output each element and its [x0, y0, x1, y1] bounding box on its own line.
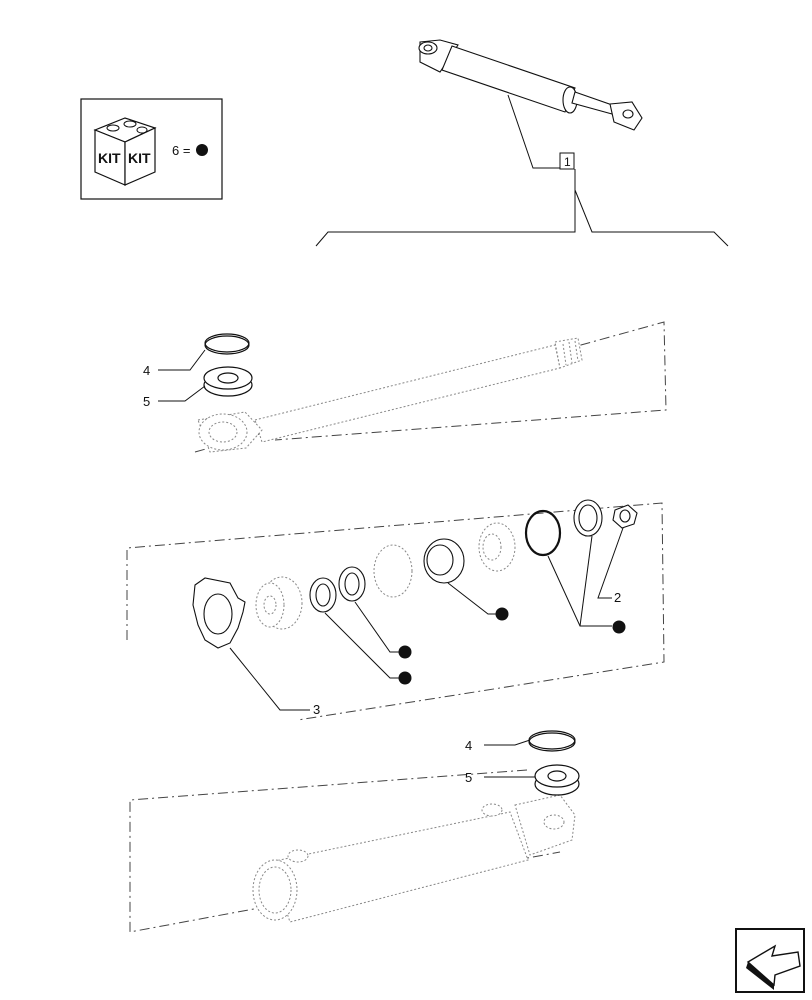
bullet-kit-icon — [398, 671, 412, 685]
assembly-ref-label: 1 — [564, 155, 571, 169]
kit-bullet-icon — [196, 144, 208, 156]
callout-5-bottom: 5 — [465, 770, 472, 785]
cylinder-assembly-thumbnail — [418, 39, 643, 131]
kit-word-right: KIT — [128, 150, 151, 166]
kit-legend: KIT KIT 6 = — [80, 98, 223, 200]
assembly-ref-box — [559, 152, 575, 170]
retaining-ring-ghost — [373, 544, 413, 598]
snap-ring-bottom — [528, 730, 576, 752]
bullet-kit-icon — [495, 607, 509, 621]
callout-4-top: 4 — [143, 363, 150, 378]
kit-equation: 6 = — [172, 143, 190, 158]
callout-5-top: 5 — [143, 394, 150, 409]
back-up-ring — [573, 499, 603, 537]
callout-3: 3 — [313, 702, 320, 717]
lock-washer — [192, 577, 246, 649]
o-ring — [524, 509, 562, 557]
kit-box-icon: KIT KIT — [93, 117, 157, 186]
seal-ring-a — [309, 577, 337, 613]
seal-ring-b — [338, 566, 366, 602]
bearing-top — [203, 366, 253, 397]
bearing-bottom — [534, 764, 580, 796]
piston-head — [255, 576, 303, 630]
bullet-kit-icon — [398, 645, 412, 659]
lock-nut — [612, 504, 638, 529]
callout-4-bottom: 4 — [465, 738, 472, 753]
callout-2: 2 — [614, 590, 621, 605]
next-page-arrow-icon[interactable] — [735, 928, 805, 993]
guide-bushing — [423, 538, 465, 584]
kit-word-left: KIT — [98, 150, 121, 166]
wiper-seal-ghost — [478, 522, 516, 572]
cylinder-barrel — [252, 794, 576, 923]
piston-rod — [197, 337, 583, 453]
snap-ring-top — [204, 333, 250, 355]
seals-frame — [126, 502, 665, 721]
bullet-kit-icon — [612, 620, 626, 634]
